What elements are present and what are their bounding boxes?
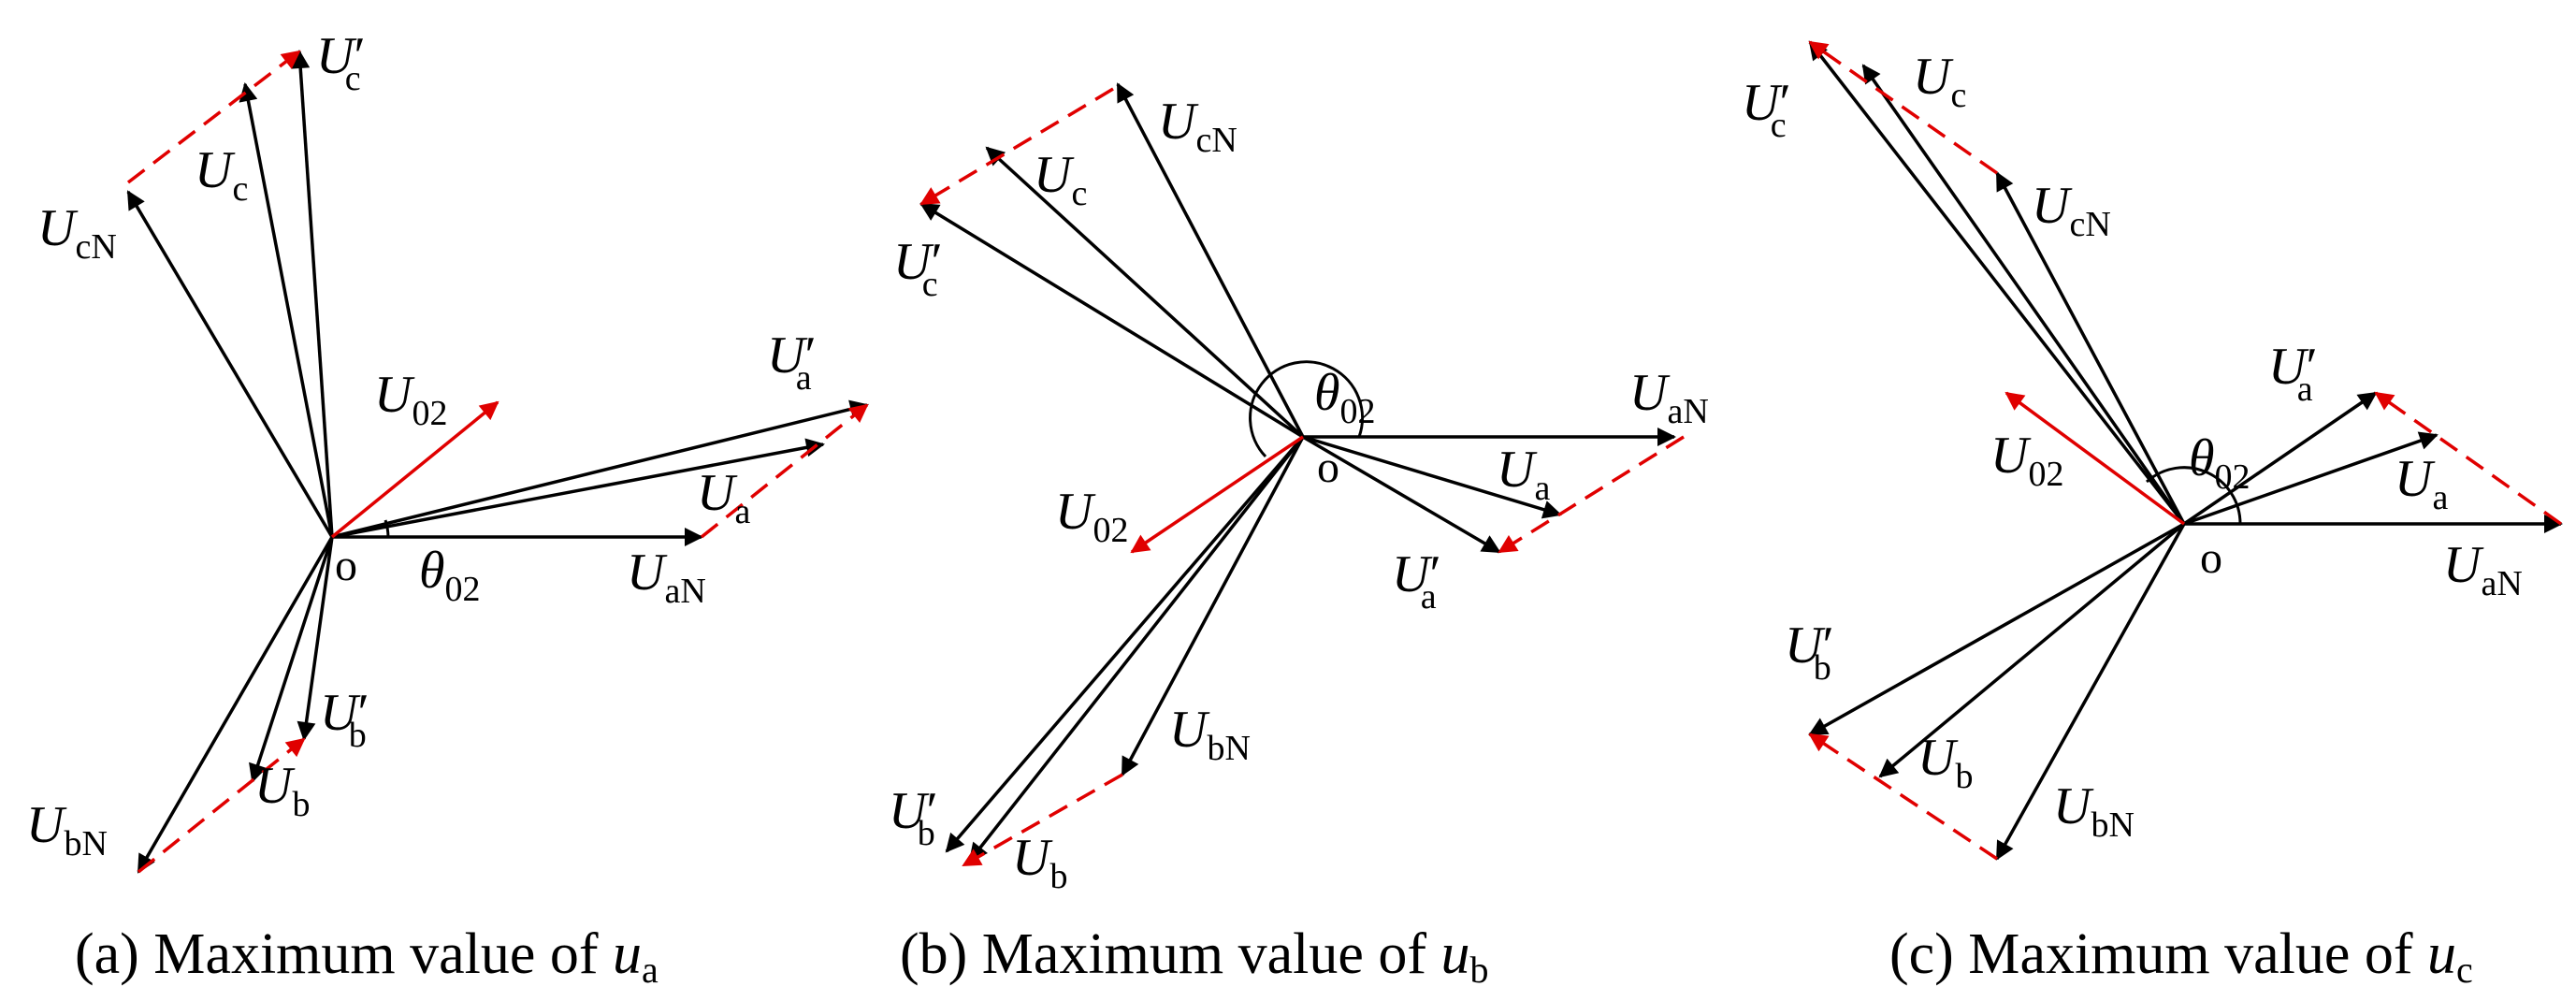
label-Uc: Uc bbox=[1913, 48, 1966, 115]
angle-arc bbox=[384, 519, 390, 538]
label-UcPrime: U′c bbox=[893, 233, 943, 304]
label-Ub: Ub bbox=[1918, 729, 1973, 796]
phasor-Uc bbox=[239, 82, 334, 538]
offset-on-UbN bbox=[137, 737, 306, 874]
phasor-UaPrime bbox=[2183, 391, 2378, 526]
phasor-UbN bbox=[1995, 523, 2186, 861]
label-UaN: UaN bbox=[627, 544, 706, 611]
label-UcPrime: U′c bbox=[1742, 74, 1791, 145]
label-UcPrime: U′c bbox=[316, 27, 366, 98]
phasor-UbN bbox=[137, 536, 334, 874]
phasor-Uc bbox=[1861, 64, 2186, 526]
label-Ub: Ub bbox=[1012, 829, 1067, 896]
label-UbN: UbN bbox=[26, 796, 108, 863]
phasor-Ub bbox=[1878, 522, 2186, 778]
phasor-UaPrime bbox=[331, 399, 869, 539]
label-UaPrime: U′a bbox=[1392, 545, 1441, 617]
panel-a: U′c Uc UcN U02 U′a Ua UaN U′b Ub UbN o θ… bbox=[26, 27, 869, 991]
label-UbN: UbN bbox=[2053, 777, 2135, 845]
label-UaPrime: U′a bbox=[767, 326, 817, 398]
label-UcN: UcN bbox=[37, 199, 117, 267]
label-Ub: Ub bbox=[254, 757, 310, 824]
origin-label: o bbox=[1317, 442, 1339, 492]
panel-b: UcN Uc U′c θ02 UaN Ua U′a o U02 UbN U′b … bbox=[889, 82, 1709, 991]
phasor-Ua bbox=[331, 438, 825, 539]
phasor-Ua bbox=[1302, 435, 1562, 519]
offset-on-UaN bbox=[700, 403, 869, 539]
label-Ua: Ua bbox=[1497, 441, 1550, 508]
origin-label: o bbox=[2200, 533, 2222, 583]
offset-U02 bbox=[330, 400, 499, 539]
phasor-UcN bbox=[1995, 171, 2186, 525]
phasor-UbN bbox=[1121, 436, 1305, 776]
label-U02: U02 bbox=[1990, 427, 2063, 494]
label-UaN: UaN bbox=[2443, 536, 2523, 603]
phasor-Ub bbox=[249, 536, 334, 783]
caption-c: (c) Maximum value of uc bbox=[1889, 922, 2473, 991]
label-U02: U02 bbox=[374, 366, 447, 433]
label-UbPrime: U′b bbox=[1785, 617, 1834, 688]
angle-label: θ02 bbox=[1314, 364, 1376, 431]
label-UcN: UcN bbox=[2032, 177, 2111, 244]
phasor-UcPrime bbox=[291, 50, 334, 538]
label-UbPrime: U′b bbox=[889, 782, 938, 853]
label-UaN: UaN bbox=[1629, 364, 1709, 431]
label-UbN: UbN bbox=[1169, 701, 1251, 768]
offset-on-UbN bbox=[1808, 733, 1998, 861]
angle-arc bbox=[2146, 466, 2242, 525]
phasor-UaPrime bbox=[1302, 435, 1501, 554]
phasor-UbPrime bbox=[945, 435, 1305, 853]
offset-on-UaN bbox=[2374, 391, 2563, 526]
offset-on-UcN bbox=[1808, 40, 1999, 175]
caption-b: (b) Maximum value of ub bbox=[900, 922, 1489, 991]
angle-label: θ02 bbox=[419, 542, 481, 609]
phasor-UcPrime bbox=[1808, 40, 2186, 526]
offset-on-UcN bbox=[126, 50, 301, 184]
offset-U02 bbox=[1130, 435, 1304, 554]
label-UaPrime: U′a bbox=[2268, 338, 2318, 409]
phasor-Uc bbox=[985, 146, 1305, 439]
offset-on-UaN bbox=[1498, 435, 1685, 554]
phasor-UcPrime bbox=[919, 202, 1304, 439]
label-UbPrime: U′b bbox=[320, 684, 369, 755]
label-Uc: Uc bbox=[195, 141, 248, 209]
label-Ua: Ua bbox=[697, 464, 750, 531]
panel-c: U′c Uc UcN U02 θ02 U′a Ua UaN o U′b Ub U… bbox=[1742, 40, 2563, 991]
offset-on-UcN bbox=[919, 87, 1114, 206]
label-Ua: Ua bbox=[2395, 450, 2448, 517]
phasor-Ua bbox=[2183, 431, 2439, 526]
label-UcN: UcN bbox=[1158, 93, 1237, 160]
label-Uc: Uc bbox=[1034, 146, 1087, 213]
phasor-Ub bbox=[968, 435, 1305, 863]
origin-label: o bbox=[335, 541, 357, 590]
caption-a: (a) Maximum value of ua bbox=[75, 922, 658, 991]
label-U02: U02 bbox=[1055, 483, 1128, 550]
phasor-UcN bbox=[126, 190, 334, 538]
phasor-UbPrime bbox=[297, 536, 334, 741]
phasor-UbPrime bbox=[1808, 522, 2185, 736]
phasor-UcN bbox=[1116, 82, 1305, 438]
offset-U02 bbox=[2004, 391, 2186, 526]
angle-arc bbox=[1249, 360, 1365, 458]
angle-label: θ02 bbox=[2189, 429, 2250, 497]
